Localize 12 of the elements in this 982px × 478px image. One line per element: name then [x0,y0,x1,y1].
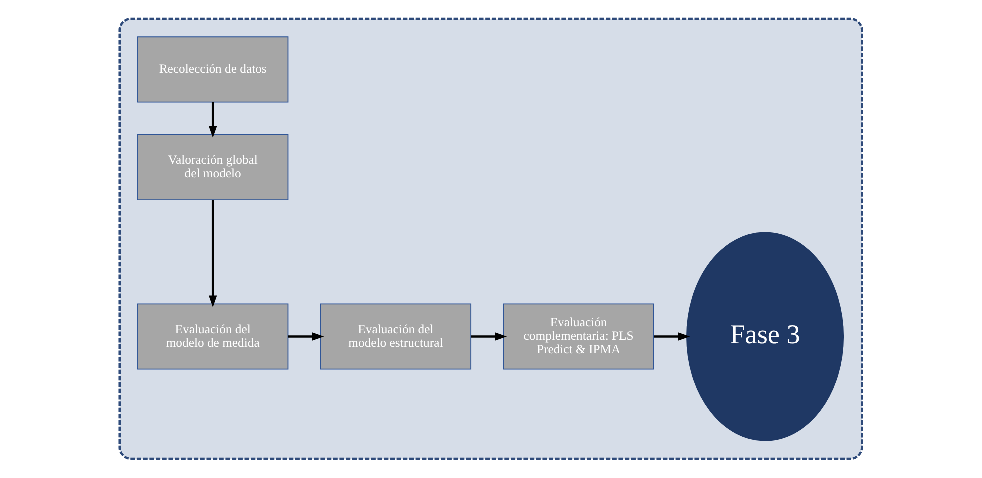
node-box: Evaluación del modelo de medida [138,304,289,370]
arrow [288,332,324,341]
node-box: Evaluación del modelo estructural [320,304,472,370]
arrow [208,200,218,308]
arrow [654,332,690,341]
node-box: Evaluación complementaria: PLS Predict & IPMA [503,304,654,370]
cluster [118,18,864,460]
arrow [471,332,508,341]
node-ellipse: Fase 3 [686,232,844,442]
node-box: Recolección de datos [138,36,289,103]
arrow [208,102,218,138]
node-box: Valoración global del modelo [138,134,289,201]
